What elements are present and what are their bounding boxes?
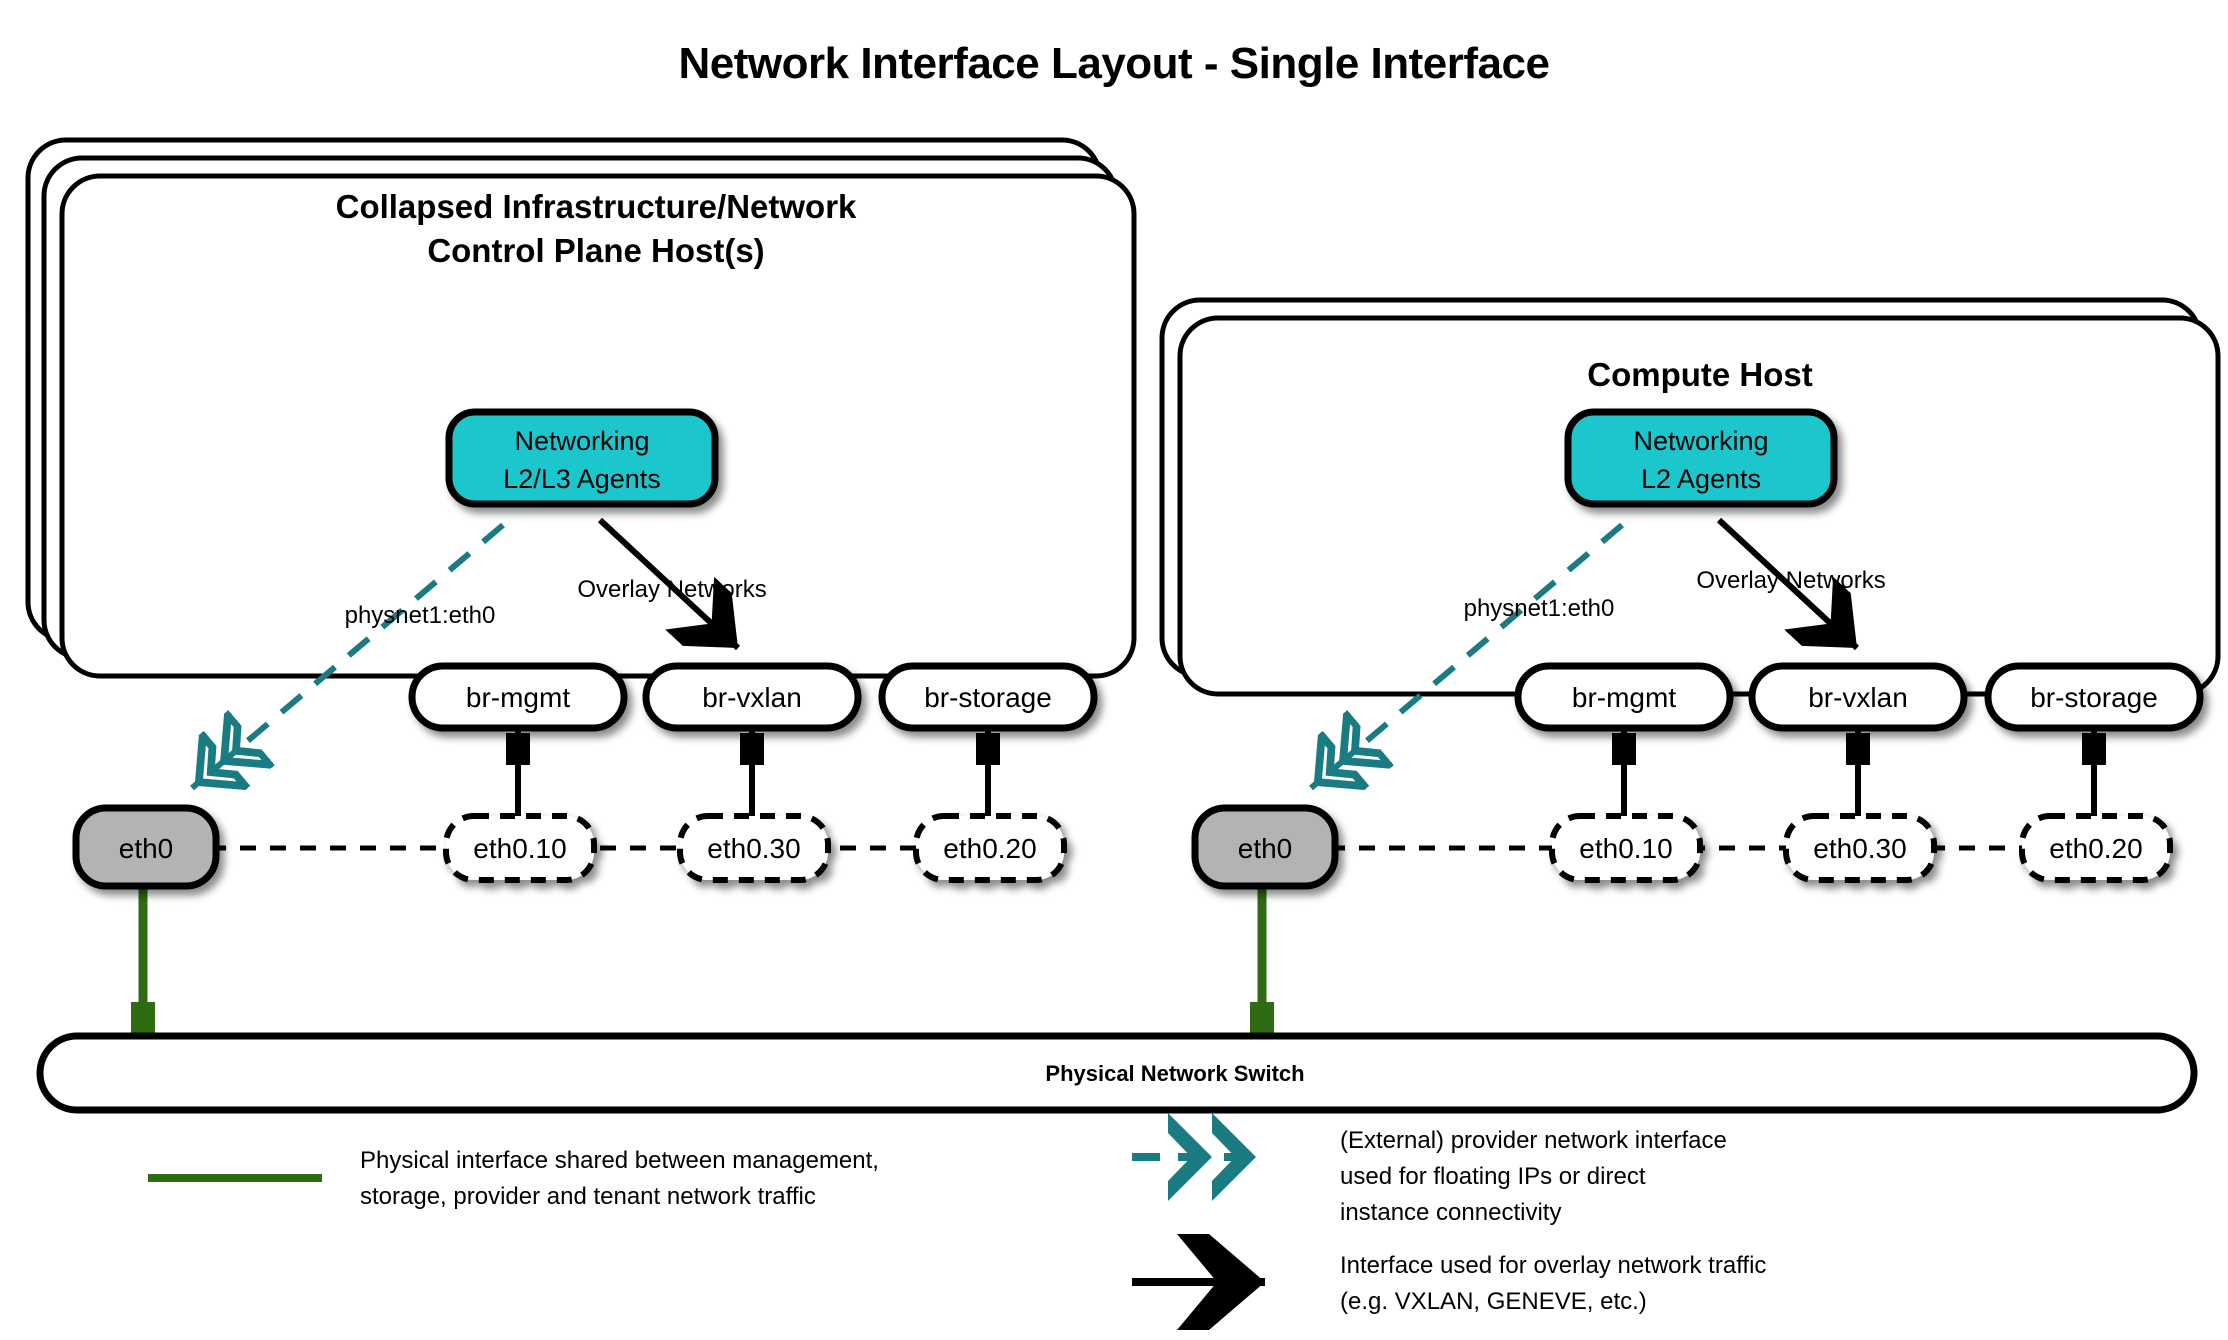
host-title-control-plane-line2: Control Plane Host(s): [427, 232, 764, 269]
bridge-vlan-stems-compute: [1612, 700, 2106, 820]
bridge-label: br-vxlan: [1808, 682, 1908, 713]
vlan-shape: [2019, 813, 2173, 883]
bridge-shape: [878, 662, 1098, 732]
bridge-node-br-vxlan-control-plane[interactable]: br-vxlan: [642, 662, 862, 732]
bridge-node-br-storage-compute[interactable]: br-storage: [1984, 662, 2204, 732]
vlan-shape: [443, 813, 597, 883]
nic-shape: [1191, 804, 1339, 890]
overlay-link-label-control-plane: Overlay Networks: [577, 576, 766, 603]
agent-label-line2: L2 Agents: [1641, 464, 1761, 494]
vlan-shape: [913, 813, 1067, 883]
vlan-label: eth0.30: [707, 833, 800, 864]
vlan-label: eth0.20: [2049, 833, 2142, 864]
agent-box-shape: [445, 408, 719, 508]
networking-agent-box-control-plane[interactable]: Networking L2/L3 Agents: [445, 408, 719, 508]
vlan-node-eth0-30-control-plane[interactable]: eth0.30: [677, 813, 831, 883]
bridge-shape: [1514, 662, 1734, 732]
legend-item-physical-interface: Physical interface shared between manage…: [148, 1147, 879, 1210]
legend-item-overlay-interface: Interface used for overlay network traff…: [1132, 1234, 1766, 1330]
bridge-label: br-vxlan: [702, 682, 802, 713]
vlan-shape: [1783, 813, 1937, 883]
vlan-label: eth0.30: [1813, 833, 1906, 864]
bridge-label: br-mgmt: [1572, 682, 1676, 713]
agent-label-line1: Networking: [1633, 426, 1768, 456]
legend-text-line1: Physical interface shared between manage…: [360, 1147, 879, 1174]
switch-label: Physical Network Switch: [1045, 1061, 1304, 1086]
host-title-compute: Compute Host: [1587, 356, 1813, 393]
legend-text-line3: instance connectivity: [1340, 1199, 1561, 1226]
vlan-shape: [1549, 813, 1703, 883]
bridge-node-br-mgmt-compute[interactable]: br-mgmt: [1514, 662, 1734, 732]
agent-box-shape: [1564, 408, 1838, 508]
vlan-node-eth0-20-control-plane[interactable]: eth0.20: [913, 813, 1067, 883]
vlan-label: eth0.10: [473, 833, 566, 864]
nic-node-control-plane[interactable]: eth0: [72, 804, 220, 890]
vlan-node-eth0-10-compute[interactable]: eth0.10: [1549, 813, 1703, 883]
legend-text-line2: used for floating IPs or direct: [1340, 1163, 1646, 1190]
provider-network-link-control-plane: [190, 522, 505, 788]
legend-text-line2: (e.g. VXLAN, GENEVE, etc.): [1340, 1288, 1647, 1315]
agent-label-line1: Networking: [514, 426, 649, 456]
bridge-label: br-storage: [924, 682, 1052, 713]
networking-agent-box-compute[interactable]: Networking L2 Agents: [1564, 408, 1838, 508]
overlay-network-link-compute: [1716, 517, 1860, 651]
legend-text-line2: storage, provider and tenant network tra…: [360, 1183, 816, 1210]
overlay-link-label-compute: Overlay Networks: [1696, 567, 1885, 594]
vlan-node-eth0-10-control-plane[interactable]: eth0.10: [443, 813, 597, 883]
bridge-label: br-storage: [2030, 682, 2158, 713]
legend-text-line1: (External) provider network interface: [1340, 1127, 1727, 1154]
vlan-node-eth0-20-compute[interactable]: eth0.20: [2019, 813, 2173, 883]
physical-network-switch[interactable]: Physical Network Switch: [36, 1032, 2198, 1114]
nic-label: eth0: [1238, 833, 1293, 864]
agent-label-line2: L2/L3 Agents: [503, 464, 661, 494]
nic-shape: [72, 804, 220, 890]
bridge-node-br-storage-control-plane[interactable]: br-storage: [878, 662, 1098, 732]
vlan-node-eth0-30-compute[interactable]: eth0.30: [1783, 813, 1937, 883]
bridge-label: br-mgmt: [466, 682, 570, 713]
page-title: Network Interface Layout - Single Interf…: [679, 39, 1550, 88]
legend-text-line1: Interface used for overlay network traff…: [1340, 1252, 1766, 1279]
host-title-control-plane-line1: Collapsed Infrastructure/Network: [336, 188, 857, 225]
provider-network-link-compute: [1309, 522, 1624, 788]
bridge-shape: [408, 662, 628, 732]
bridge-node-br-vxlan-compute[interactable]: br-vxlan: [1748, 662, 1968, 732]
switch-shape: [36, 1032, 2198, 1114]
legend-item-provider-interface: (External) provider network interface us…: [1132, 1113, 1727, 1226]
provider-link-label-compute: physnet1:eth0: [1464, 595, 1615, 622]
bridge-node-br-mgmt-control-plane[interactable]: br-mgmt: [408, 662, 628, 732]
vlan-label: eth0.20: [943, 833, 1036, 864]
bridge-shape: [642, 662, 862, 732]
bridge-shape: [1984, 662, 2204, 732]
provider-link-label-control-plane: physnet1:eth0: [345, 602, 496, 629]
overlay-network-link-control-plane: [597, 517, 741, 651]
nic-node-compute[interactable]: eth0: [1191, 804, 1339, 890]
bridge-shape: [1748, 662, 1968, 732]
vlan-label: eth0.10: [1579, 833, 1672, 864]
vlan-shape: [677, 813, 831, 883]
nic-label: eth0: [119, 833, 174, 864]
